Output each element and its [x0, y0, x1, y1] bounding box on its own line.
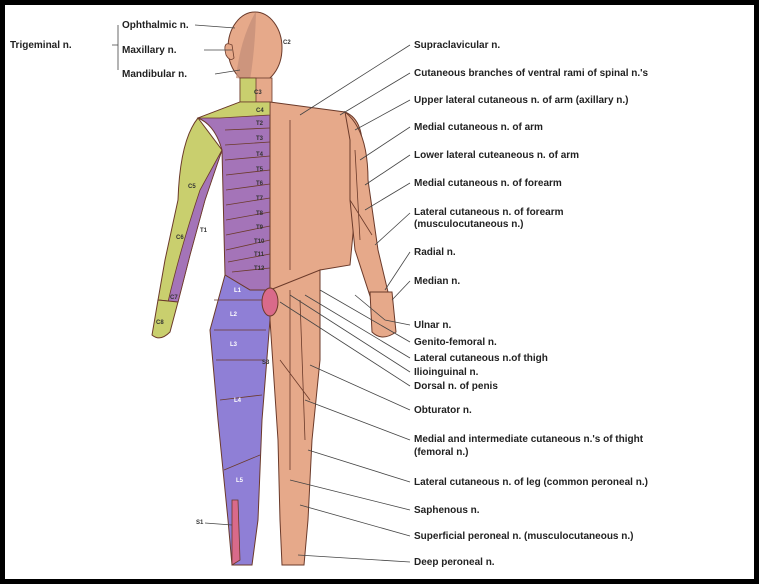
- trigeminal-group-label: Trigeminal n.: [10, 40, 72, 51]
- dermatome-s3: S3: [262, 360, 269, 366]
- dermatome-c3: C3: [254, 90, 262, 96]
- median-label: Median n.: [414, 276, 460, 287]
- lateral-forearm-label: Lateral cutaneous n. of forearm: [414, 207, 563, 218]
- ventral-rami-label: Cutaneous branches of ventral rami of sp…: [414, 68, 648, 79]
- dermatome-c4: C4: [256, 108, 264, 114]
- dermatome-t3: T3: [256, 136, 263, 142]
- left-arm: [152, 118, 222, 338]
- superficial-peroneal-label: Superficial peroneal n. (musculocutaneou…: [414, 531, 633, 542]
- dermatome-c7: C7: [170, 295, 178, 301]
- mandibular-label: Mandibular n.: [122, 69, 187, 80]
- dermatome-c2: C2: [283, 40, 291, 46]
- deep-peroneal-label: Deep peroneal n.: [414, 557, 495, 568]
- ulnar-label: Ulnar n.: [414, 320, 451, 331]
- medial-arm-label: Medial cutaneous n. of arm: [414, 122, 543, 133]
- dermatome-c6: C6: [176, 235, 184, 241]
- dermatome-c5: C5: [188, 184, 196, 190]
- dermatome-l1: L1: [234, 288, 241, 294]
- right-arm: [345, 112, 396, 337]
- dermatome-l3: L3: [230, 342, 237, 348]
- medial-forearm-label: Medial cutaneous n. of forearm: [414, 178, 562, 189]
- lateral-leg-label: Lateral cutaneous n. of leg (common pero…: [414, 477, 648, 488]
- left-leg: [210, 275, 270, 565]
- lower-lateral-arm-label: Lower lateral cuteaneous n. of arm: [414, 150, 579, 161]
- dermatome-s1: S1: [196, 520, 203, 526]
- femoral-sub-label: (femoral n.): [414, 447, 468, 458]
- dermatome-l5: L5: [236, 478, 243, 484]
- dermatome-l2: L2: [230, 312, 237, 318]
- dermatome-t10: T10: [254, 239, 264, 245]
- right-leg: [270, 270, 320, 565]
- dermatome-t5: T5: [256, 167, 263, 173]
- femoral-label: Medial and intermediate cutaneous n.'s o…: [414, 434, 643, 445]
- dermatome-t7: T7: [256, 196, 263, 202]
- dermatome-t8: T8: [256, 211, 263, 217]
- dermatome-t2: T2: [256, 121, 263, 127]
- genital-region: [262, 288, 278, 316]
- dorsal-penis-label: Dorsal n. of penis: [414, 381, 498, 392]
- dermatome-c8: C8: [156, 320, 164, 326]
- dermatome-t4: T4: [256, 152, 263, 158]
- dermatome-t6: T6: [256, 181, 263, 187]
- ophthalmic-label: Ophthalmic n.: [122, 20, 189, 31]
- dermatome-t9: T9: [256, 225, 263, 231]
- dermatome-t12: T12: [254, 266, 264, 272]
- dermatome-t1: T1: [200, 228, 207, 234]
- lateral-forearm-sub-label: (musculocutaneous n.): [414, 219, 523, 230]
- ilioinguinal-label: Ilioinguinal n.: [414, 367, 478, 378]
- saphenous-label: Saphenous n.: [414, 505, 480, 516]
- genito-femoral-label: Genito-femoral n.: [414, 337, 497, 348]
- dermatome-t11: T11: [254, 252, 264, 258]
- maxillary-label: Maxillary n.: [122, 45, 176, 56]
- supraclavicular-label: Supraclavicular n.: [414, 40, 500, 51]
- upper-lateral-arm-label: Upper lateral cutaneous n. of arm (axill…: [414, 95, 629, 106]
- radial-label: Radial n.: [414, 247, 456, 258]
- obturator-label: Obturator n.: [414, 405, 472, 416]
- dermatome-l4: L4: [234, 398, 241, 404]
- lateral-thigh-label: Lateral cutaneous n.of thigh: [414, 353, 548, 364]
